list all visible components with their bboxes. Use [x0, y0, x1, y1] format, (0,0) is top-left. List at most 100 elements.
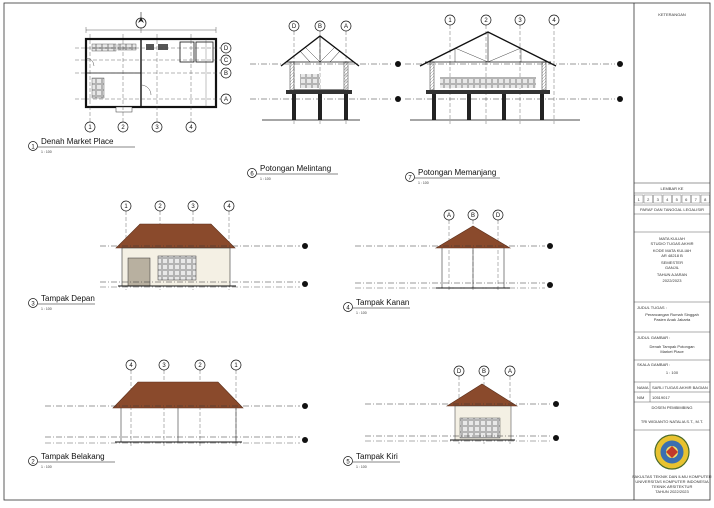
view-6-title: Potongan Melintang: [260, 164, 331, 173]
back-grid-bubble: [230, 359, 242, 371]
view-3-title: Tampak Depan: [41, 294, 95, 303]
tb-digit: 6: [685, 197, 688, 202]
right-grid-bubble: [492, 209, 504, 221]
tb-judul-gambar-1: Market Place: [660, 349, 684, 354]
plan-row-grid-bubble: [220, 42, 232, 54]
plan-row-grid-label: C: [224, 58, 229, 64]
plan-grid-bubble: [84, 121, 96, 133]
tb-digit-cell: [681, 194, 691, 204]
view-5-num: 5: [346, 460, 350, 466]
view-5-title: Tampak Kiri: [356, 452, 398, 461]
back-grid-label: 3: [162, 363, 166, 369]
view-5-scale: 1 : 100: [356, 465, 367, 469]
tb-paraf: PARAF DAN TANGGAL LEGALISIR: [640, 207, 704, 212]
tb-course-2: KODE MATA KULIAH: [653, 248, 691, 253]
tb-course-7: 2022/2023: [663, 278, 683, 283]
tb-judul-tugas-1: Pasien Anak Jakarta: [654, 317, 691, 322]
tb-faculty-3: TAHUN 2022/2023: [655, 489, 689, 494]
tb-nama-label: NAMA: [637, 385, 649, 390]
level-marker-icon: [302, 403, 308, 443]
level-marker-icon: [302, 243, 308, 287]
view-4-title: Tampak Kanan: [356, 298, 409, 307]
tb-digit-cell: [691, 194, 701, 204]
view-2-title: Tampak Belakang: [41, 452, 105, 461]
tb-judul-gambar-label: JUDUL GAMBAR :: [637, 335, 670, 340]
left-grid-bubble: [504, 365, 516, 377]
tb-digit: 5: [676, 197, 679, 202]
view-title-6: 6 Potongan Melintang 1 : 100: [247, 164, 338, 181]
view-4-scale: 1 : 100: [356, 311, 367, 315]
section6-grid-label: B: [318, 24, 322, 30]
section6-grid-bubble: [314, 20, 326, 32]
view-4-num: 4: [346, 306, 350, 312]
level-marker-icon: [547, 243, 553, 288]
view-1-num: 1: [31, 145, 35, 151]
back-grid-bubble: [125, 359, 137, 371]
tb-digit-cell: [634, 194, 644, 204]
tb-judul-tugas-0: Perancangan Rumah Singgah: [645, 312, 699, 317]
tb-judul-gambar-0: Denah Tampak Potongan: [649, 344, 694, 349]
section7-grid-bubble: [548, 14, 560, 26]
front-grid-bubble: [154, 200, 166, 212]
tb-digit-cell: [700, 194, 710, 204]
back-grid-bubble: [194, 359, 206, 371]
tb-digit-cell: [672, 194, 682, 204]
tb-digit: 7: [695, 197, 698, 202]
back-grid-bubble: [158, 359, 170, 371]
tb-digit: 8: [704, 197, 707, 202]
view-7-title: Potongan Memanjang: [418, 168, 496, 177]
view-title-5: 5 Tampak Kiri 1 : 100: [343, 452, 400, 469]
tb-skala: 1 : 100: [666, 370, 679, 375]
tb-skala-label: SKALA GAMBAR :: [637, 362, 670, 367]
section7-grid-bubble: [444, 14, 456, 26]
view-2-num: 2: [31, 460, 35, 466]
front-grid-bubble: [120, 200, 132, 212]
section7-grid-bubble: [514, 14, 526, 26]
view-title-2: 2 Tampak Belakang 1 : 100: [28, 452, 115, 469]
tb-dosen: TRI WIDIANTO NATALIA S.T., M.T.: [641, 419, 703, 424]
tb-digit: 1: [638, 197, 641, 202]
front-grid-label: 1: [124, 204, 128, 210]
tb-digit: 3: [657, 197, 660, 202]
view-title-1: 1 Denah Market Place 1 : 100: [28, 137, 135, 154]
plan-grid-bubble: [151, 121, 163, 133]
tb-digit-cell: [662, 194, 672, 204]
tb-course-5: GANJIL: [665, 265, 680, 270]
right-grid-label: B: [471, 213, 475, 219]
tb-judul-tugas-label: JUDUL TUGAS :: [637, 305, 667, 310]
tb-digit: 4: [666, 197, 669, 202]
plan-row-grid-bubble: [220, 54, 232, 66]
tb-course-4: SEMESTER: [661, 260, 683, 265]
right-grid-bubble: [467, 209, 479, 221]
left-grid-bubble: [478, 365, 490, 377]
tb-course-1: STUDIO TUGAS AKHIR: [650, 241, 693, 246]
section7-grid-bubble: [480, 14, 492, 26]
front-grid-label: 2: [158, 204, 162, 210]
left-grid-bubble: [453, 365, 465, 377]
level-marker-icon: [617, 61, 623, 102]
sheet-border: [3, 2, 711, 501]
front-grid-label: 3: [191, 204, 195, 210]
view-1-scale: 1 : 100: [41, 150, 52, 154]
plan-grid-label: 2: [121, 125, 125, 131]
right-grid-label: D: [496, 213, 501, 219]
section6-grid-bubble: [288, 20, 300, 32]
tb-nim: 10519017: [652, 395, 671, 400]
left-grid-label: A: [508, 369, 512, 375]
back-grid-label: 2: [198, 363, 202, 369]
tb-course-0: MATA KULIAH: [659, 236, 685, 241]
tb-digit-cell: [643, 194, 653, 204]
section6-grid-bubble: [340, 20, 352, 32]
section6-grid-label: A: [344, 24, 348, 30]
left-grid-label: D: [457, 369, 462, 375]
view-3-num: 3: [31, 302, 35, 308]
level-marker-icon: [395, 61, 401, 102]
plan-grid-label: 4: [189, 125, 193, 131]
